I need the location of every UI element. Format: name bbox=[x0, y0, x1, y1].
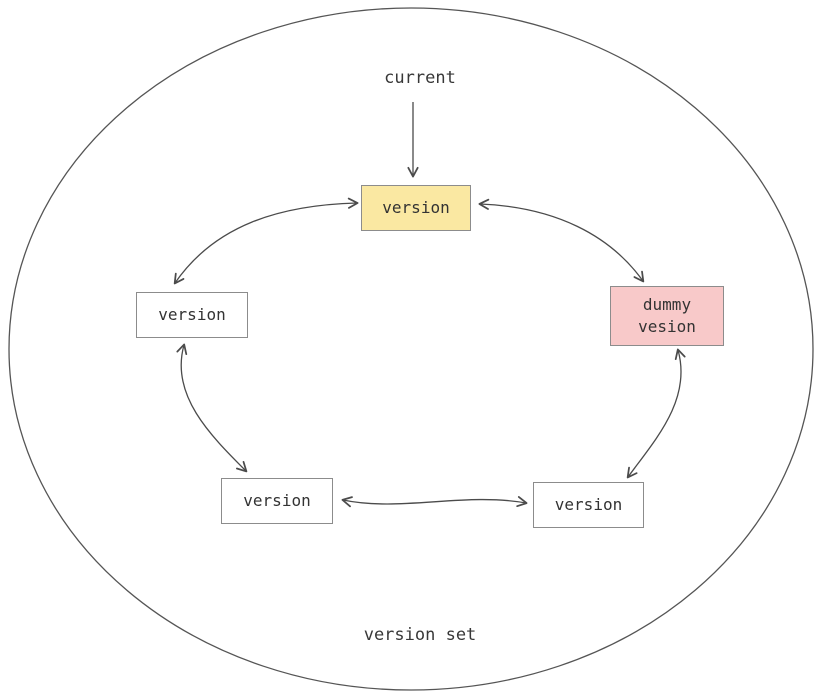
version-set-boundary-ellipse bbox=[8, 7, 814, 691]
node-version-bottom-right-label: version bbox=[554, 495, 623, 515]
node-version-current: version bbox=[361, 185, 471, 231]
node-dummy-version-label: dummy vesion bbox=[638, 295, 696, 336]
edge-left-to-bottom-left bbox=[176, 343, 248, 473]
node-dummy-version: dummy vesion bbox=[610, 286, 724, 346]
node-version-bottom-left: version bbox=[221, 478, 333, 524]
node-version-bottom-right: version bbox=[533, 482, 644, 528]
edge-top-to-dummy bbox=[478, 198, 645, 283]
edge-dummy-to-bottom-right bbox=[626, 348, 686, 479]
node-version-left-label: version bbox=[158, 305, 226, 325]
edge-bottom-left-to-bottom-right bbox=[341, 496, 528, 508]
current-label: current bbox=[384, 68, 456, 88]
node-version-bottom-left-label: version bbox=[243, 491, 311, 511]
version-set-label: version set bbox=[363, 625, 477, 645]
edge-top-to-left bbox=[173, 197, 359, 285]
node-version-left: version bbox=[136, 292, 248, 338]
node-version-current-label: version bbox=[382, 198, 450, 218]
